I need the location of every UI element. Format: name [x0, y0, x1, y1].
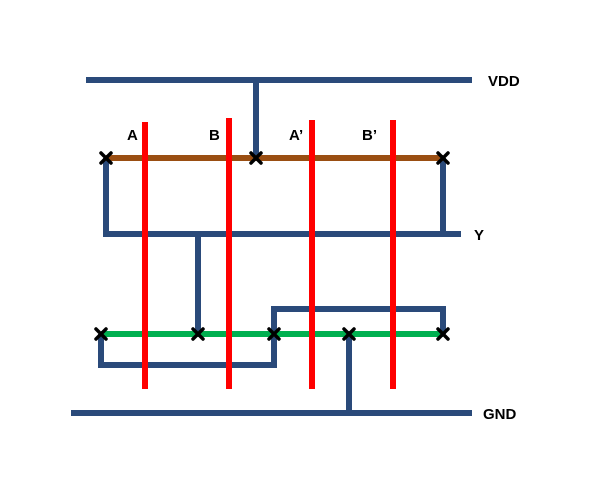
contact-p-vdd: [249, 151, 263, 165]
contact-n-right: [436, 327, 450, 341]
input-a-bar-label: A’: [289, 127, 303, 144]
nmos-right-loop-wire: [271, 306, 446, 334]
contact-n-output: [191, 327, 205, 341]
gnd-label: GND: [483, 406, 517, 423]
contact-n-gnd: [342, 327, 356, 341]
output-label: Y: [474, 227, 484, 244]
nmos-left-loop-wire: [98, 334, 277, 368]
input-b-label: B: [209, 127, 220, 144]
vdd-label: VDD: [488, 73, 520, 90]
contact-n-middle: [267, 327, 281, 341]
input-a-label: A: [127, 127, 138, 144]
input-b-bar-label: B’: [362, 127, 377, 144]
output-wire: [103, 158, 461, 237]
contact-n-left: [94, 327, 108, 341]
contact-p-right: [436, 151, 450, 165]
contact-p-left: [99, 151, 113, 165]
